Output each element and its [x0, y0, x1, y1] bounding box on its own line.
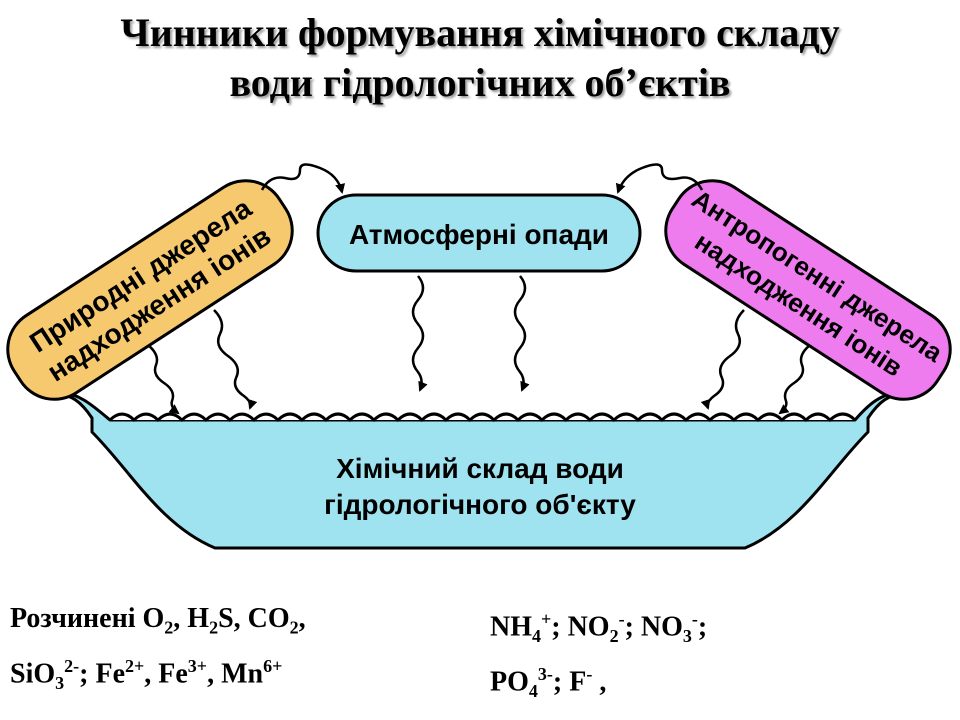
arrow-atmospheric-to-water-2 [513, 275, 530, 392]
formation-factors-diagram: Хімічний склад води гідрологічного об'єк… [6, 163, 952, 550]
formula-right-line-2: PO43-; F- , [490, 663, 607, 701]
arrow-natural-to-water-2 [213, 309, 258, 410]
arrow-anthropogenic-to-water-1 [700, 309, 745, 410]
arrow-natural-to-water-1 [147, 344, 180, 415]
water-body-label-line-2: гідрологічного об'єкту [324, 489, 636, 520]
page-title: Чинники формування хімічного складу води… [0, 8, 960, 108]
arrow-natural-to-atmospheric [260, 163, 346, 194]
anthropogenic-sources-box: Антропогенні джерела надходження іонів [664, 179, 952, 401]
title-line-1: Чинники формування хімічного складу [120, 10, 840, 55]
arrow-anthropogenic-to-water-2 [778, 344, 811, 415]
formula-left-line-2: SiO32-; Fe2+, Fe3+, Mn6+ [10, 655, 283, 693]
title-line-2: води гідрологічних об’єктів [229, 60, 731, 105]
formula-left: Розчинені O2, H2S, CO2, SiO32-; Fe2+, Fe… [10, 600, 306, 702]
atmospheric-precipitation-label: Атмосферні опади [349, 219, 609, 250]
formula-right-line-1: NH4+; NO2-; NO3-; [490, 609, 708, 646]
formula-right: NH4+; NO2-; NO3-; PO43-; F- , [490, 600, 707, 710]
arrow-atmospheric-to-water-1 [411, 275, 428, 392]
formula-left-line-1: Розчинені O2, H2S, CO2, [10, 603, 306, 638]
water-surface-waves [108, 412, 857, 423]
natural-sources-box: Природні джерела надходження іонів [6, 179, 294, 401]
water-body-label-line-1: Хімічний склад води [336, 453, 624, 484]
atmospheric-precipitation-box [316, 193, 642, 273]
arrow-anthropogenic-to-atmospheric [615, 163, 704, 194]
